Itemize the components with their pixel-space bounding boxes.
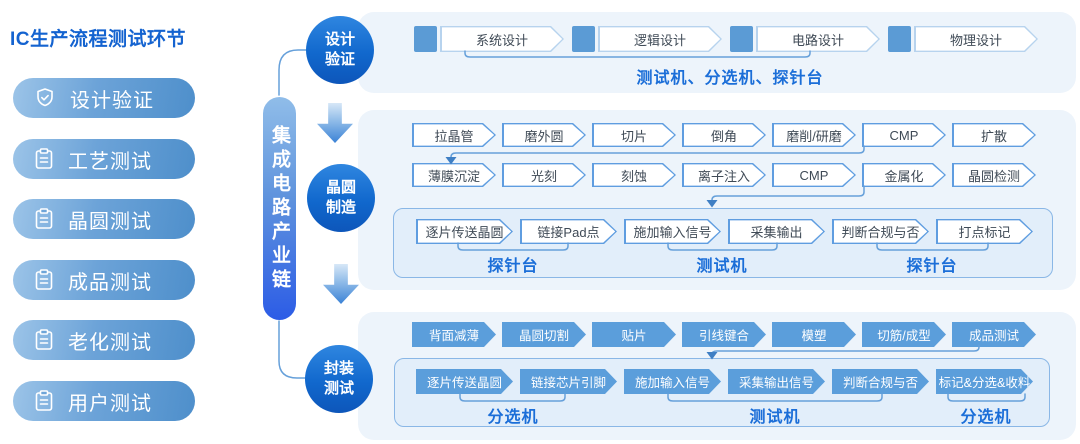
step-die-attach: 贴片 xyxy=(592,322,676,347)
industry-chain-label: 集成电路产业链 xyxy=(269,124,290,293)
step-square-marker xyxy=(730,26,753,52)
sidebar-item-wafer-test[interactable]: 晶圆测试 xyxy=(13,199,195,239)
shield-check-icon xyxy=(37,88,53,107)
clipboard-icon xyxy=(35,329,53,350)
wafer-row-1: 拉晶管 磨外圆 切片 倒角 磨削/研磨 CMP 扩散 xyxy=(412,123,1036,147)
design-equipment-label: 测试机、分选机、探针台 xyxy=(636,70,824,87)
step-wafer-inspect: 晶圆检测 xyxy=(952,163,1036,187)
sidebar-item-label: 设计验证 xyxy=(70,89,154,112)
sidebar-item-label: 工艺测试 xyxy=(68,150,152,173)
step-square-marker xyxy=(888,26,911,52)
step-circuit-design: 电路设计 xyxy=(730,26,880,52)
step-collect-output: 采集输出 xyxy=(728,219,825,244)
panel-package-test: 背面减薄 晶圆切割 贴片 引线键合 模塑 切筋/成型 成品测试 逐片传送晶圆 链… xyxy=(358,312,1076,440)
step-beveling: 倒角 xyxy=(682,123,766,147)
step-collect-signal: 采集输出信号 xyxy=(728,369,825,394)
sidebar-item-label: 用户测试 xyxy=(68,392,152,415)
step-cmp-2: CMP xyxy=(772,163,856,187)
step-ion-implant: 离子注入 xyxy=(682,163,766,187)
step-edge-grinding: 磨外圆 xyxy=(502,123,586,147)
step-ink-mark: 打点标记 xyxy=(936,219,1033,244)
step-wafer-dicing: 晶圆切割 xyxy=(502,322,586,347)
step-slicing: 切片 xyxy=(592,123,676,147)
step-trim-form: 切筋/成型 xyxy=(862,322,946,347)
step-thin-film: 薄膜沉淀 xyxy=(412,163,496,187)
clipboard-icon xyxy=(35,269,53,290)
step-judge-pass: 判断合规与否 xyxy=(832,219,929,244)
tester-label-1: 测试机 xyxy=(696,258,748,275)
clipboard-icon xyxy=(35,390,53,411)
chain-to-package-curve xyxy=(278,320,307,379)
step-metallization: 金属化 xyxy=(862,163,946,187)
step-etching: 刻蚀 xyxy=(592,163,676,187)
sidebar-item-user-test[interactable]: 用户测试 xyxy=(13,381,195,421)
panel-design-verification: 系统设计 逻辑设计 电路设计 物理设计 xyxy=(358,12,1076,93)
tester-label-2: 测试机 xyxy=(749,409,801,426)
chain-to-design-curve xyxy=(278,49,308,96)
handler-label-2: 分选机 xyxy=(960,409,1012,426)
step-square-marker xyxy=(572,26,595,52)
sidebar-item-design-verification[interactable]: 设计验证 xyxy=(13,78,195,118)
step-molding: 模塑 xyxy=(772,322,856,347)
sidebar-item-label: 晶圆测试 xyxy=(68,210,152,233)
step-mark-sort-collect: 标记&分选&收料 xyxy=(936,369,1033,394)
step-lapping: 磨削/研磨 xyxy=(772,123,856,147)
wafer-test-row: 逐片传送晶圆 链接Pad点 施加输入信号 采集输出 判断合规与否 打点标记 xyxy=(416,219,1033,244)
package-row-1: 背面减薄 晶圆切割 贴片 引线键合 模塑 切筋/成型 成品测试 xyxy=(412,322,1036,347)
stage-circle-wafer-manufacturing: 晶圆制造 xyxy=(307,164,375,232)
sidebar-item-label: 老化测试 xyxy=(68,331,152,354)
prober-label-2: 探针台 xyxy=(906,258,958,275)
wafer-row-2: 薄膜沉淀 光刻 刻蚀 离子注入 CMP 金属化 晶圆检测 xyxy=(412,163,1036,187)
handler-label-1: 分选机 xyxy=(487,409,539,426)
sidebar-item-final-test[interactable]: 成品测试 xyxy=(13,260,195,300)
down-arrow-icon xyxy=(323,264,359,304)
step-connect-pad: 链接Pad点 xyxy=(520,219,617,244)
prober-label-1: 探针台 xyxy=(487,258,539,275)
step-system-design: 系统设计 xyxy=(414,26,564,52)
step-apply-signal-2: 施加输入信号 xyxy=(624,369,721,394)
step-diffusion: 扩散 xyxy=(952,123,1036,147)
step-wire-bonding: 引线键合 xyxy=(682,322,766,347)
step-crystal-pulling: 拉晶管 xyxy=(412,123,496,147)
sidebar-item-label: 成品测试 xyxy=(68,271,152,294)
step-cmp-1: CMP xyxy=(862,123,946,147)
clipboard-icon xyxy=(35,148,53,169)
down-arrow-icon xyxy=(317,103,353,143)
sidebar-item-burnin-test[interactable]: 老化测试 xyxy=(13,320,195,360)
page-title: IC生产流程测试环节 xyxy=(10,29,187,50)
package-test-row: 逐片传送晶圆 链接芯片引脚 施加输入信号 采集输出信号 判断合规与否 标记&分选… xyxy=(416,369,1033,394)
step-transfer-wafer-2: 逐片传送晶圆 xyxy=(416,369,513,394)
step-square-marker xyxy=(414,26,437,52)
step-physical-design: 物理设计 xyxy=(888,26,1038,52)
step-lithography: 光刻 xyxy=(502,163,586,187)
sidebar-item-process-test[interactable]: 工艺测试 xyxy=(13,139,195,179)
step-transfer-wafer: 逐片传送晶圆 xyxy=(416,219,513,244)
step-judge-pass-2: 判断合规与否 xyxy=(832,369,929,394)
step-final-test: 成品测试 xyxy=(952,322,1036,347)
stage-circle-package-test: 封装测试 xyxy=(305,345,373,413)
step-back-grinding: 背面减薄 xyxy=(412,322,496,347)
step-connect-pins: 链接芯片引脚 xyxy=(520,369,617,394)
industry-chain-pill: 集成电路产业链 xyxy=(263,97,296,320)
stage-circle-design-verification: 设计验证 xyxy=(306,16,374,84)
step-logic-design: 逻辑设计 xyxy=(572,26,722,52)
package-test-subpanel: 逐片传送晶圆 链接芯片引脚 施加输入信号 采集输出信号 判断合规与否 标记&分选… xyxy=(394,358,1050,427)
clipboard-icon xyxy=(35,208,53,229)
design-steps-row: 系统设计 逻辑设计 电路设计 物理设计 xyxy=(414,26,1038,52)
step-apply-signal: 施加输入信号 xyxy=(624,219,721,244)
